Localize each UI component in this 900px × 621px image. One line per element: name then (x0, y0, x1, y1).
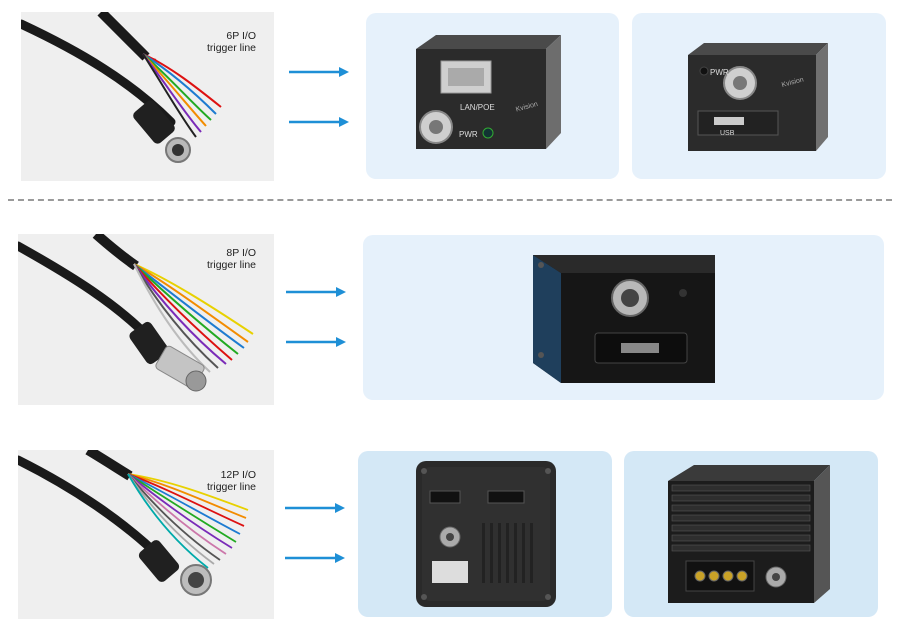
connector-caption: trigger line (206, 481, 256, 493)
camera-cooled-image (668, 465, 830, 603)
arrow-right-icon (285, 552, 347, 564)
connector-label: 8P I/O trigger line (207, 247, 256, 271)
camera-panel-cooled (624, 451, 878, 617)
connector-type: 8P I/O (226, 247, 256, 259)
lan-poe-label: LAN/POE (460, 103, 495, 112)
connector-label: 12P I/O trigger line (207, 469, 256, 493)
section-divider (8, 199, 892, 201)
arrow-right-icon (289, 66, 351, 78)
camera-panel-usb: PWR USB Kvision (632, 13, 886, 179)
camera-usb-image: PWR USB Kvision (688, 43, 828, 151)
connector-label: 6P I/O trigger line (207, 30, 256, 54)
camera-dual-port-image (416, 461, 556, 607)
arrow-right-icon (286, 336, 348, 348)
camera-gige-image: LAN/POE PWR Kvision (416, 35, 561, 149)
arrow-right-icon (286, 286, 348, 298)
camera-panel-lan-poe: LAN/POE PWR Kvision (366, 13, 619, 179)
cable-8p-image (18, 234, 254, 392)
cable-6p-image (21, 12, 222, 163)
cable-12p-image (18, 450, 249, 596)
camera-usb3-image (533, 255, 715, 383)
connector-type: 12P I/O (220, 469, 256, 481)
camera-panel-dual-port (358, 451, 612, 617)
cable-panel-12p: 12P I/O trigger line (18, 450, 274, 619)
pwr-label: PWR (459, 130, 478, 139)
pwr-label: PWR (710, 68, 729, 77)
connector-caption: trigger line (206, 259, 256, 271)
cable-panel-6p: 6P I/O trigger line (21, 12, 274, 181)
connector-caption: trigger line (206, 42, 256, 54)
camera-panel-usb3 (363, 235, 884, 400)
usb-label: USB (720, 130, 735, 137)
arrow-right-icon (289, 116, 351, 128)
connector-type: 6P I/O (226, 30, 256, 42)
arrow-right-icon (285, 502, 347, 514)
cable-panel-8p: 8P I/O trigger line (18, 234, 274, 405)
